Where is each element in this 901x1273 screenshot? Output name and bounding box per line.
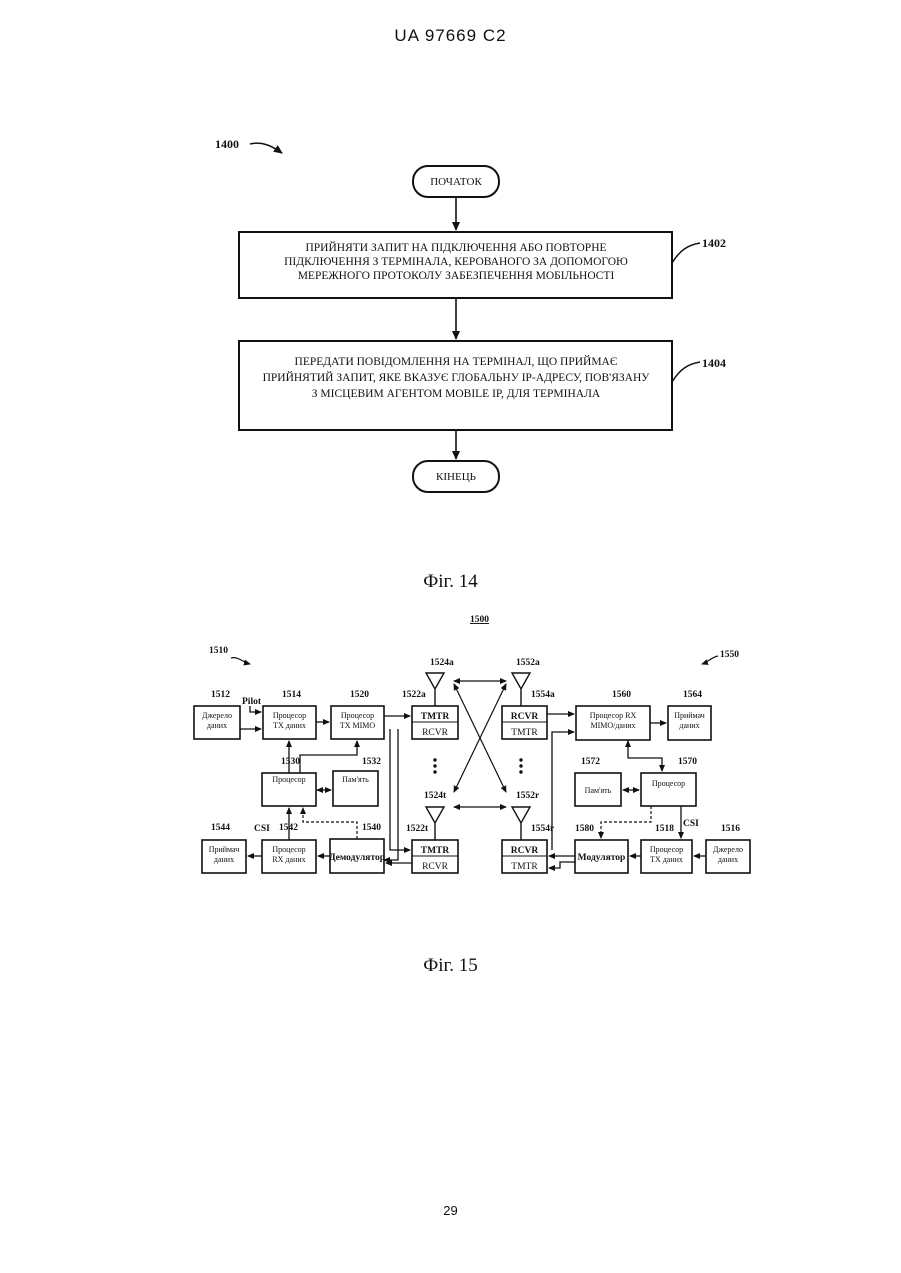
step-1404-box xyxy=(239,341,672,430)
proc-right-l1: Процесор xyxy=(652,779,685,788)
rx-mimo-l1: Процесор RX xyxy=(590,711,637,720)
start-label: ПОЧАТОК xyxy=(430,176,482,188)
tx-mimo-ref: 1520 xyxy=(350,690,369,700)
xcvr-right-top-ref: 1554a xyxy=(531,690,555,700)
xcvr-left-top-lower: RCVR xyxy=(422,728,449,738)
proc-left-ref: 1530 xyxy=(281,757,300,767)
antenna-right-bottom xyxy=(512,807,530,840)
src-left-l1: Джерело xyxy=(202,711,232,720)
step-1404-line2: ПРИЙНЯТИЙ ЗАПИТ, ЯКЕ ВКАЗУЄ ГЛОБАЛЬНУ IP… xyxy=(263,370,651,384)
xcvr-right-bot-lower: TMTR xyxy=(511,862,538,872)
xcvr-left-bot-lower: RCVR xyxy=(422,862,449,872)
fig15-left-ref: 1510 xyxy=(209,646,228,656)
mem-right-ref: 1572 xyxy=(581,757,600,767)
mod-ref: 1580 xyxy=(575,824,594,834)
sink-left-ref: 1544 xyxy=(211,823,230,833)
sink-right-ref: 1564 xyxy=(683,690,702,700)
tx-data-right-ref: 1518 xyxy=(655,824,674,834)
tx-data-right-l1: Процесор xyxy=(650,845,683,854)
csi-right-label: CSI xyxy=(683,819,699,829)
ant-left-bot-ref: 1524t xyxy=(424,791,447,801)
fig14-ref-arrow xyxy=(250,143,282,153)
tx-mimo-l2: TX MIMO xyxy=(340,721,376,730)
rx-data-left-l2: RX даних xyxy=(272,855,305,864)
step-1402-line3: МЕРЕЖНОГО ПРОТОКОЛУ ЗАБЕЗПЕЧЕННЯ МОБІЛЬН… xyxy=(298,270,615,282)
ant-right-top-ref: 1552a xyxy=(516,658,540,668)
processor-right xyxy=(641,773,696,806)
fig15-caption: Фіг. 15 xyxy=(0,955,901,977)
mem-left-l1: Пам'ять xyxy=(342,775,369,784)
tx-data-left-l2: TX даних xyxy=(273,721,306,730)
mod-l1: Модулятор xyxy=(578,853,626,863)
csi-left-label: CSI xyxy=(254,824,270,834)
tx-data-left-ref: 1514 xyxy=(282,690,301,700)
fig15-block-diagram: 1500 1510 1550 1512 Джерело даних 1514 П… xyxy=(0,600,901,920)
src-right-l2: даних xyxy=(718,855,738,864)
src-right-ref: 1516 xyxy=(721,824,740,834)
rx-mimo-ref: 1560 xyxy=(612,690,631,700)
ant-left-top-ref: 1524a xyxy=(430,658,454,668)
antenna-left-bottom xyxy=(426,807,444,840)
xcvr-right-bot-upper: RCVR xyxy=(511,846,539,856)
src-left-l2: даних xyxy=(207,721,227,730)
rx-mimo-l2: MIMO/даних xyxy=(590,721,635,730)
step-1404-line3: З МІСЦЕВИМ АГЕНТОМ MOBILE IP, ДЛЯ ТЕРМІН… xyxy=(312,388,601,400)
xcvr-left-top-ref: 1522a xyxy=(402,690,426,700)
rx-data-left-l1: Процесор xyxy=(272,845,305,854)
step-1402-line2: ПІДКЛЮЧЕННЯ З ТЕРМІНАЛА, КЕРОВАНОГО ЗА Д… xyxy=(284,256,628,268)
mem-right-l1: Пам'ять xyxy=(585,786,612,795)
xcvr-right-top-lower: TMTR xyxy=(511,728,538,738)
src-right-l1: Джерело xyxy=(713,845,743,854)
demod-ref: 1540 xyxy=(362,823,381,833)
sink-right-l1: Приймач xyxy=(674,711,705,720)
page-number: 29 xyxy=(0,1203,901,1218)
step-1402-leader xyxy=(672,243,700,263)
proc-left-l1: Процесор xyxy=(272,775,305,784)
step-1402-ref: 1402 xyxy=(702,236,726,250)
fig15-ref-label: 1500 xyxy=(470,615,489,625)
tx-data-left-l1: Процесор xyxy=(273,711,306,720)
sink-right-l2: даних xyxy=(679,721,699,730)
sink-left-l2: даних xyxy=(214,855,234,864)
xcvr-right-top-upper: RCVR xyxy=(511,712,539,722)
tx-mimo-l1: Процесор xyxy=(341,711,374,720)
step-1404-ref: 1404 xyxy=(702,356,726,370)
xcvr-left-top-upper: TMTR xyxy=(421,712,450,722)
step-1402-line1: ПРИЙНЯТИ ЗАПИТ НА ПІДКЛЮЧЕННЯ АБО ПОВТОР… xyxy=(305,240,606,254)
step-1404-leader xyxy=(672,362,700,382)
proc-right-ref: 1570 xyxy=(678,757,697,767)
ant-right-bot-ref: 1552r xyxy=(516,791,540,801)
src-left-ref: 1512 xyxy=(211,690,230,700)
fig15-right-ref-arrow xyxy=(702,656,718,664)
step-1404-line1: ПЕРЕДАТИ ПОВІДОМЛЕННЯ НА ТЕРМІНАЛ, ЩО ПР… xyxy=(295,354,618,368)
tx-data-right-l2: TX даних xyxy=(650,855,683,864)
fig14-flowchart: 1400 ПОЧАТОК ПРИЙНЯТИ ЗАПИТ НА ПІДКЛЮЧЕН… xyxy=(0,0,901,560)
end-label: КІНЕЦЬ xyxy=(436,471,476,483)
fig14-ref-label: 1400 xyxy=(215,137,239,151)
fig15-left-ref-arrow xyxy=(231,658,250,664)
pilot-label: Pilot xyxy=(242,697,262,707)
fig14-caption: Фіг. 14 xyxy=(0,571,901,593)
antenna-left-top xyxy=(426,673,444,706)
xcvr-left-bot-ref: 1522t xyxy=(406,824,429,834)
fig15-right-ref: 1550 xyxy=(720,650,739,660)
mem-left-ref: 1532 xyxy=(362,757,381,767)
sink-left-l1: Приймач xyxy=(209,845,240,854)
antenna-right-top xyxy=(512,673,530,706)
demod-l1: Демодулятор xyxy=(329,853,385,863)
xcvr-left-bot-upper: TMTR xyxy=(421,846,450,856)
